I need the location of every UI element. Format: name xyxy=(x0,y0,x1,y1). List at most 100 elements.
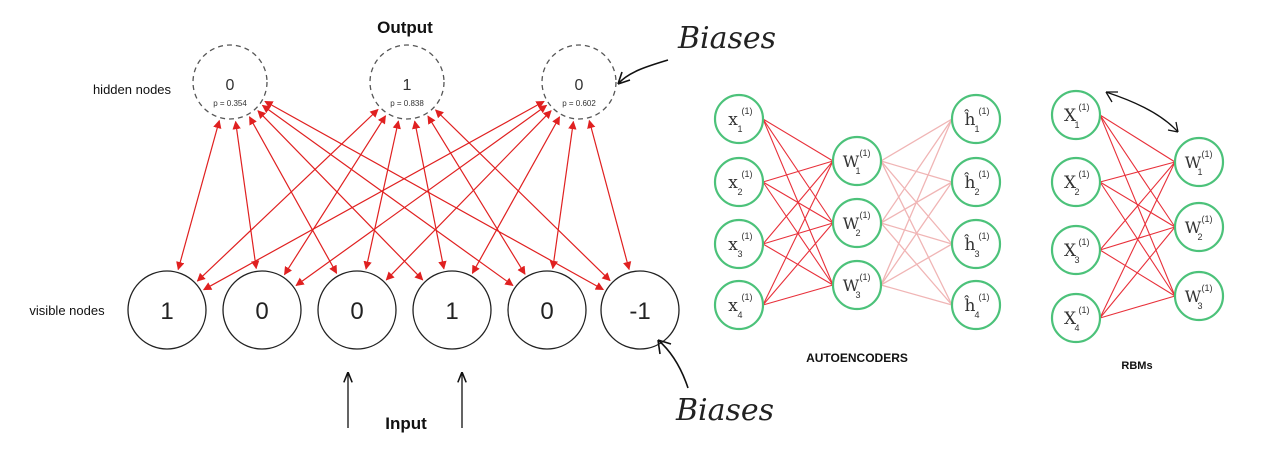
autoencoder-decoder-edge xyxy=(880,181,953,286)
autoencoder-decoder-edge xyxy=(880,284,953,306)
rbm-hidden-node-symbol: W xyxy=(1185,218,1202,237)
rbm-visible-node-circle xyxy=(1050,292,1102,344)
autoencoder-input-node: x(1)1 xyxy=(713,93,765,145)
autoencoder-encoder-edge xyxy=(762,160,834,306)
rbm-visible-node-circle xyxy=(1050,89,1102,141)
autoencoder-input-node: x(1)2 xyxy=(713,156,765,208)
rbm-network-edge xyxy=(1099,161,1176,319)
rbm-network-edge xyxy=(1099,161,1176,183)
autoencoder-output-node: ĥ(1)1 xyxy=(950,93,1002,145)
bias-annotation-top-arrow xyxy=(617,59,669,85)
rbm-connection-arrow xyxy=(587,119,632,271)
autoencoder-output-node: ĥ(1)3 xyxy=(950,218,1002,270)
visible-node: -1 xyxy=(600,270,680,350)
autoencoder-output-node-subscript: 1 xyxy=(974,124,979,134)
rbm-network-edge xyxy=(1099,114,1176,163)
autoencoder-hidden-node-circle xyxy=(831,197,883,249)
rbm-hidden-node-symbol: W xyxy=(1185,287,1202,306)
bias-annotation-bottom: Biases xyxy=(657,339,774,428)
hidden-node-prob: p = 0.838 xyxy=(390,99,424,108)
autoencoder-output-node-symbol: ĥ xyxy=(964,234,976,255)
autoencoder-hidden-node-subscript: 3 xyxy=(855,290,860,300)
rbm-network-nodes: X(1)1X(1)2X(1)3X(1)4W(1)1W(1)2W(1)3 xyxy=(1050,89,1225,344)
hidden-nodes-label: hidden nodes xyxy=(93,82,172,97)
bias-annotation-bottom-arrowhead xyxy=(657,339,672,355)
visible-node-value: 0 xyxy=(540,298,553,325)
hidden-node: 0 p = 0.354 xyxy=(192,44,268,120)
autoencoder-output-node: ĥ(1)4 xyxy=(950,279,1002,331)
autoencoder-input-node-superscript: (1) xyxy=(742,292,753,302)
visible-node-value: 0 xyxy=(350,298,363,325)
visible-node-value: 1 xyxy=(445,298,458,325)
rbm-hidden-node-superscript: (1) xyxy=(1202,149,1213,159)
bias-annotation-bottom-arrow xyxy=(657,339,689,389)
rbm-visible-node-subscript: 1 xyxy=(1074,120,1079,130)
rbm-connection-arrow xyxy=(248,116,338,275)
output-label: Output xyxy=(377,18,433,37)
hidden-node-prob: p = 0.354 xyxy=(213,99,247,108)
rbm-connection-arrow xyxy=(549,120,577,270)
bias-annotation-top-arrowhead xyxy=(617,71,631,85)
hidden-node-prob: p = 0.602 xyxy=(562,99,596,108)
rbm-hidden-node-circle xyxy=(1173,201,1225,253)
autoencoder-output-node-symbol: ĥ xyxy=(964,172,976,193)
autoencoder-output-node-subscript: 2 xyxy=(974,187,979,197)
rbm-hidden-node-superscript: (1) xyxy=(1202,214,1213,224)
autoencoder-output-node-circle xyxy=(950,218,1002,270)
autoencoder-hidden-node: W(1)1 xyxy=(831,135,883,187)
hidden-node-value: 0 xyxy=(575,77,584,94)
rbm-network-edge xyxy=(1099,181,1176,228)
rbm-connection-arrow xyxy=(295,104,548,286)
rbm-hidden-node-circle xyxy=(1173,270,1225,322)
visible-node: 0 xyxy=(507,270,587,350)
rbm-visible-node: X(1)3 xyxy=(1050,224,1102,276)
rbm-connection-arrow xyxy=(232,120,260,270)
autoencoder-edges xyxy=(762,118,953,306)
autoencoder-hidden-node-symbol: W xyxy=(843,276,860,295)
autoencoder-input-node-circle xyxy=(713,156,765,208)
autoencoder-input-node: x(1)3 xyxy=(713,218,765,270)
rbm-connection-arrow xyxy=(202,100,545,291)
rbm-connection-arrow xyxy=(427,115,526,275)
rbm-connection-arrow xyxy=(385,110,552,281)
hidden-nodes-group: 0 p = 0.354 1 p = 0.838 0 p = 0.602 xyxy=(192,44,617,120)
rbm-connection-arrow xyxy=(363,120,401,270)
rbm-network-edges xyxy=(1099,114,1176,319)
rbm-handdrawn-arrowhead-left xyxy=(1105,91,1118,103)
autoencoder-hidden-node-symbol: W xyxy=(843,214,860,233)
autoencoder-output-node-superscript: (1) xyxy=(979,292,990,302)
visible-node: 0 xyxy=(317,270,397,350)
autoencoder-output-node-superscript: (1) xyxy=(979,106,990,116)
autoencoder-input-node-subscript: 4 xyxy=(737,310,742,320)
rbm-visible-node-subscript: 3 xyxy=(1074,255,1079,265)
autoencoder-hidden-node: W(1)2 xyxy=(831,197,883,249)
rbm-hidden-node-circle xyxy=(1173,136,1225,188)
rbm-connection-arrows xyxy=(176,100,632,291)
hidden-node-value: 0 xyxy=(226,77,235,94)
rbm-visible-node-symbol: X xyxy=(1064,241,1077,261)
input-label: Input xyxy=(385,414,427,433)
visible-node: 1 xyxy=(412,270,492,350)
rbm-network-edge xyxy=(1099,226,1176,251)
autoencoder-hidden-node: W(1)3 xyxy=(831,259,883,311)
visible-node-value: -1 xyxy=(629,298,650,325)
rbm-visible-node: X(1)1 xyxy=(1050,89,1102,141)
autoencoder-encoder-edge xyxy=(762,160,834,183)
visible-node-value: 0 xyxy=(255,298,268,325)
autoencoder-input-node-subscript: 3 xyxy=(737,249,742,259)
rbm-connection-arrow xyxy=(196,108,379,282)
autoencoder-input-node-subscript: 2 xyxy=(737,187,742,197)
autoencoder-output-node-superscript: (1) xyxy=(979,231,990,241)
visible-nodes-label: visible nodes xyxy=(29,303,105,318)
autoencoder-input-node-circle xyxy=(713,93,765,145)
rbm-connection-arrow xyxy=(176,119,222,271)
visible-node: 1 xyxy=(127,270,207,350)
autoencoder-input-node-symbol: x xyxy=(728,235,738,255)
rbm-hidden-node-subscript: 2 xyxy=(1197,232,1202,242)
autoencoder-hidden-node-superscript: (1) xyxy=(860,148,871,158)
autoencoder-decoder-edge xyxy=(880,118,953,224)
autoencoders-caption: AUTOENCODERS xyxy=(806,351,908,365)
autoencoder-input-node-circle xyxy=(713,279,765,331)
autoencoder-output-node-subscript: 3 xyxy=(974,249,979,259)
